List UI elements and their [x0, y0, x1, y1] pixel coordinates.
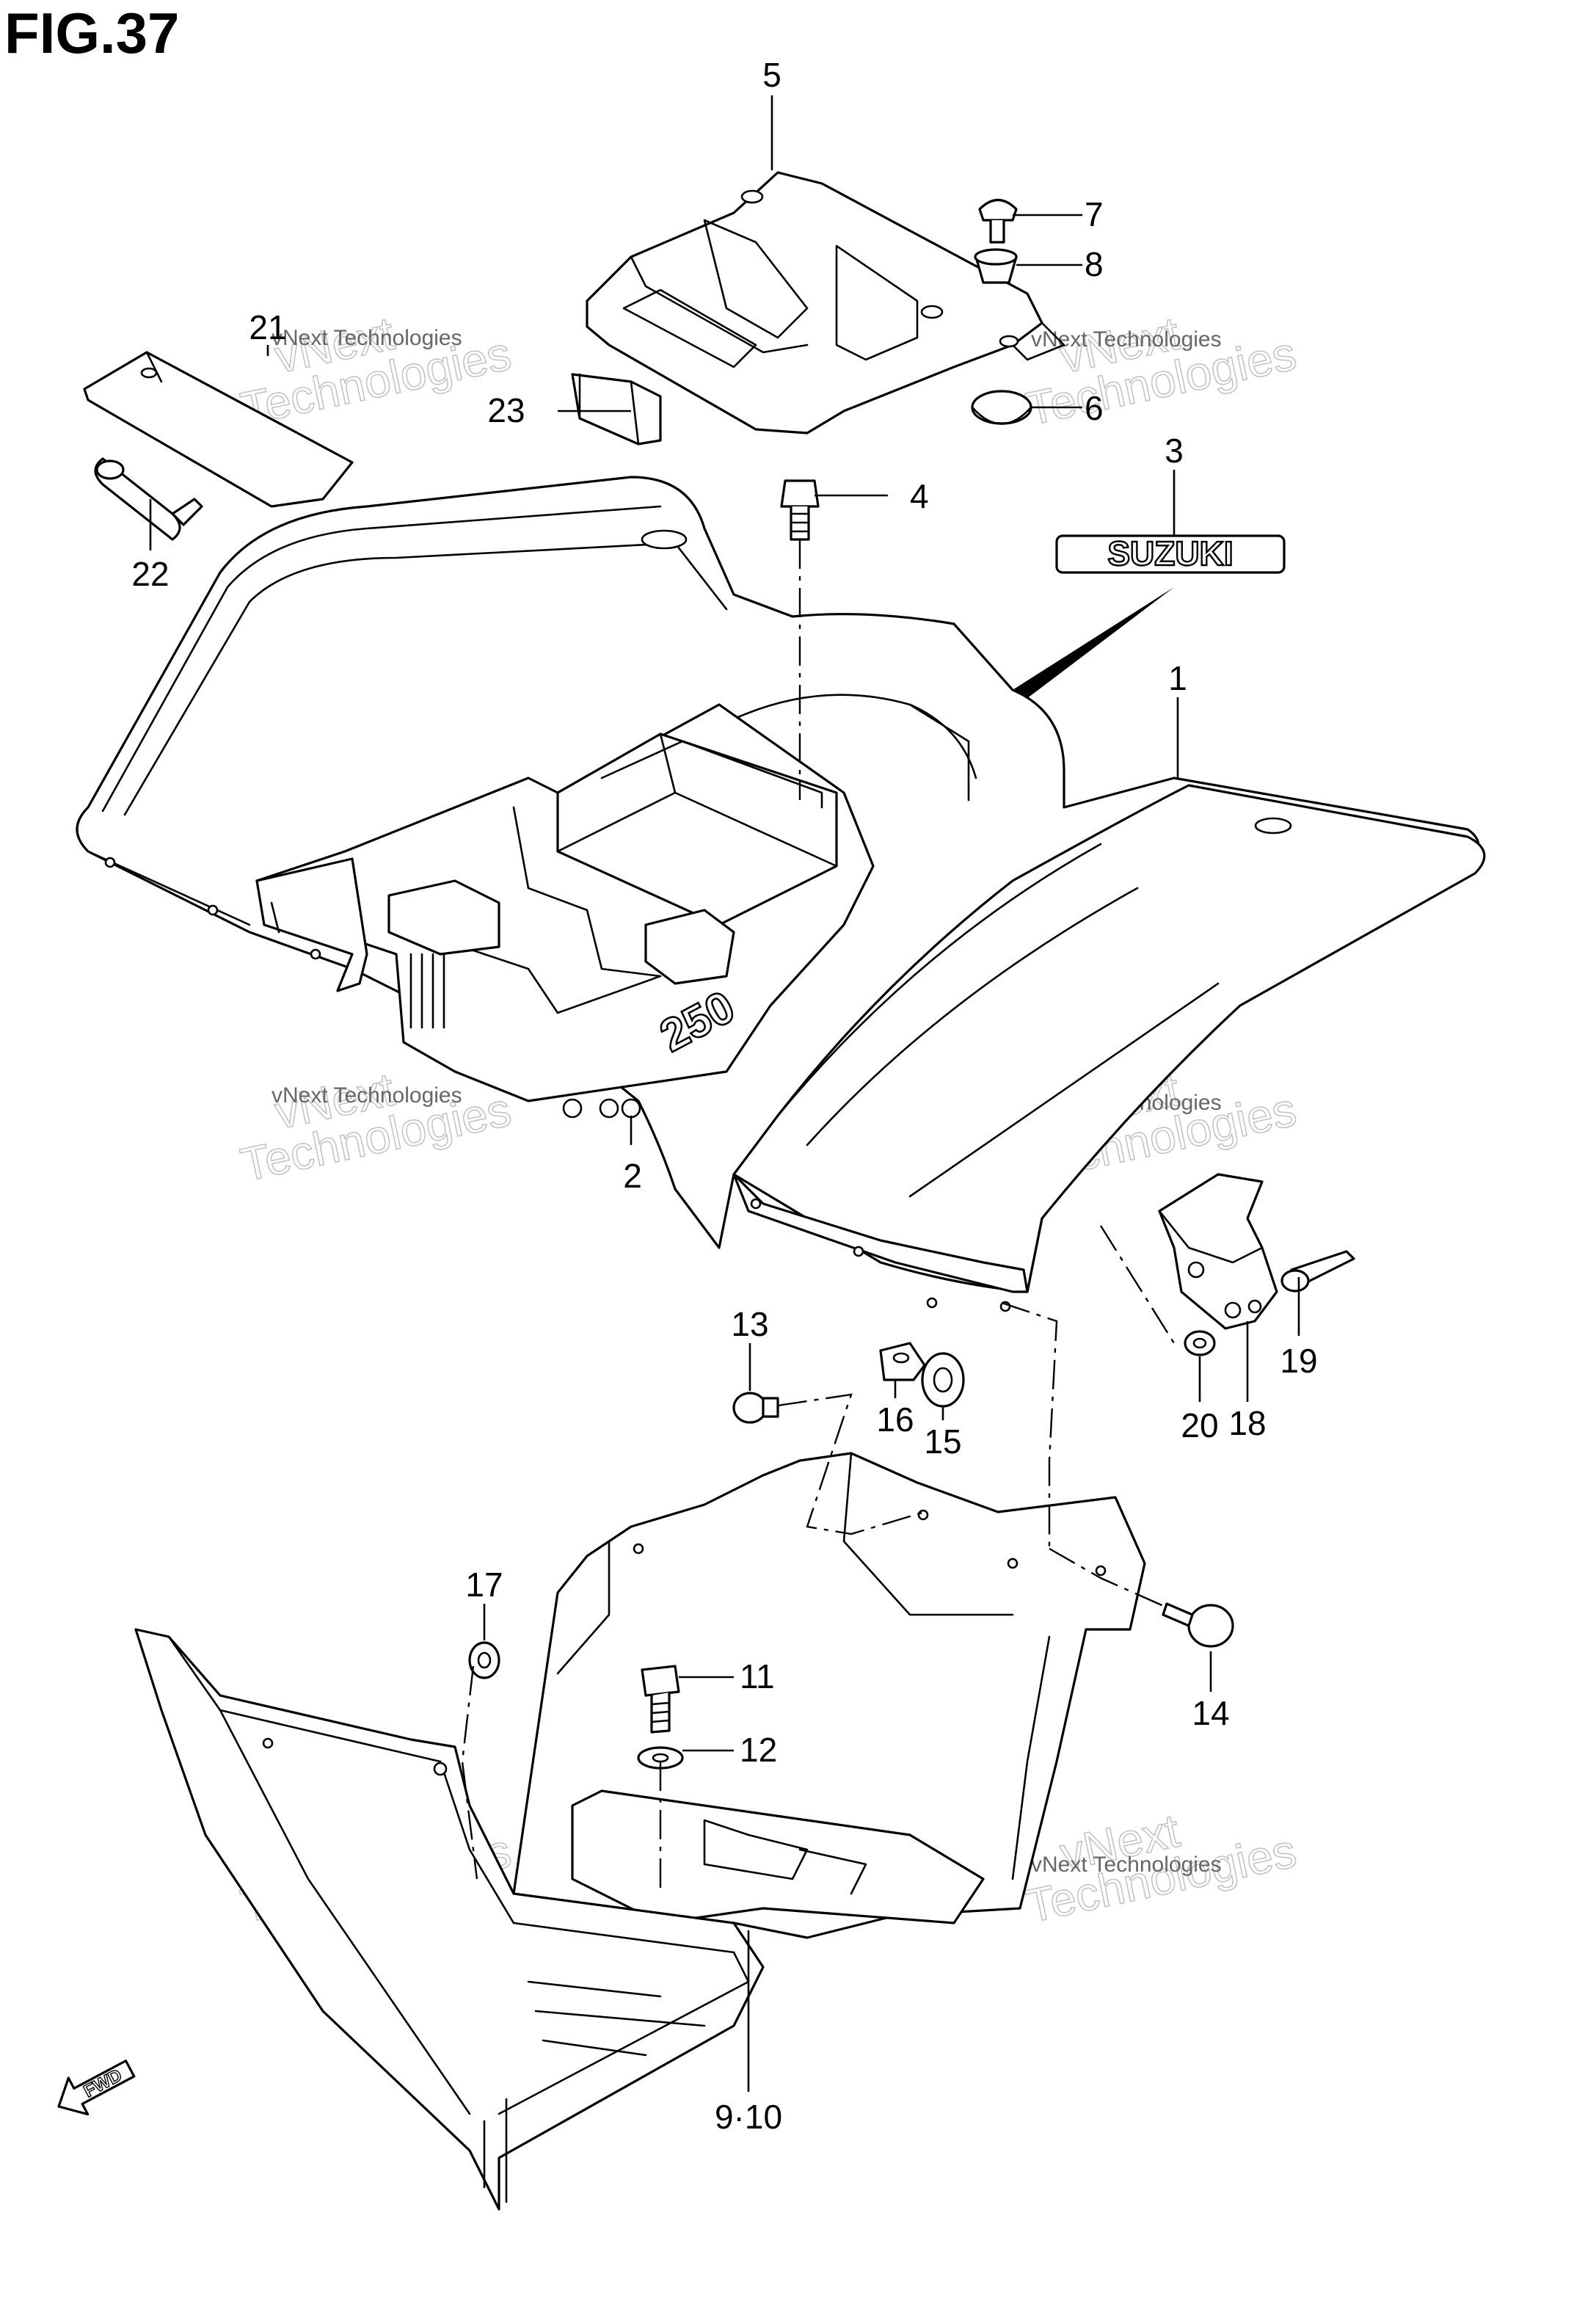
- part-2-inner-fender: 250: [255, 703, 875, 1119]
- part-3-emblem: SUZUKI: [1013, 534, 1286, 701]
- callout-9-10: 9·10: [715, 2098, 782, 2136]
- callout-17: 17: [465, 1566, 503, 1604]
- part-11-bolt: [641, 1665, 680, 1734]
- watermark-text-top-right: vNext Technologies: [1031, 327, 1222, 352]
- part-12-washer: [637, 1746, 684, 1770]
- callout-21: 21: [249, 308, 286, 346]
- part-13-bolt: [732, 1392, 779, 1424]
- callout-19: 19: [1280, 1342, 1317, 1380]
- callout-3: 3: [1165, 432, 1184, 470]
- part-9-10-mudguard: [134, 1452, 1146, 2211]
- part-5-top-cover: [586, 171, 1065, 435]
- part-4-bolt: [780, 479, 820, 541]
- part-14-bolt: [1162, 1602, 1234, 1648]
- callout-11: 11: [740, 1657, 775, 1695]
- watermark-top-left: vNext Technologies: [236, 306, 516, 436]
- callout-6: 6: [1085, 389, 1104, 427]
- callout-labels: 5 7 8 6 3 4 1 2 23 21 22 13 16 15 20 18 …: [131, 56, 1317, 2136]
- part-8-grommet: [974, 248, 1018, 284]
- watermark-text-top-left: vNext Technologies: [272, 326, 462, 350]
- watermark-top-right: vNext Technologies: [1021, 306, 1301, 436]
- callout-2: 2: [623, 1157, 642, 1195]
- part-18-bracket: [1158, 1173, 1278, 1330]
- part-23-block: [571, 373, 662, 446]
- part-16-nut: [879, 1342, 926, 1381]
- callout-20: 20: [1181, 1406, 1218, 1444]
- callout-22: 22: [131, 555, 169, 593]
- emblem-pointer: [1013, 587, 1174, 701]
- fwd-arrow-text: FWD: [81, 2065, 125, 2101]
- part-6-cap: [971, 390, 1032, 425]
- callout-1: 1: [1168, 659, 1187, 697]
- figure-title: FIG.37: [4, 1, 179, 65]
- callout-13: 13: [731, 1305, 768, 1343]
- callout-15: 15: [924, 1422, 961, 1461]
- part-17-washer: [468, 1641, 500, 1679]
- part-20-washer: [1184, 1330, 1216, 1356]
- part-7-bolt: [978, 198, 1018, 244]
- part-21-pad: [83, 351, 354, 508]
- callout-5: 5: [762, 56, 781, 94]
- part-22-cylinder: [94, 457, 203, 541]
- callout-8: 8: [1085, 245, 1104, 283]
- callout-14: 14: [1192, 1694, 1229, 1732]
- callout-4: 4: [910, 477, 929, 515]
- callout-7: 7: [1085, 195, 1104, 233]
- fwd-arrow: FWD: [57, 2060, 136, 2116]
- part-19-screw: [1280, 1250, 1355, 1293]
- assembly-lines: [461, 539, 1176, 1894]
- callout-18: 18: [1228, 1404, 1266, 1442]
- callout-12: 12: [740, 1731, 777, 1769]
- watermark-text-bottom-right: vNext Technologies: [1031, 1853, 1222, 1877]
- part-15-washer: [921, 1352, 965, 1408]
- callout-23: 23: [487, 391, 525, 429]
- emblem-text: SUZUKI: [1107, 534, 1233, 572]
- callout-16: 16: [876, 1400, 914, 1439]
- leader-lines: [149, 95, 1300, 2092]
- watermark-text-mid-left: vNext Technologies: [272, 1083, 462, 1108]
